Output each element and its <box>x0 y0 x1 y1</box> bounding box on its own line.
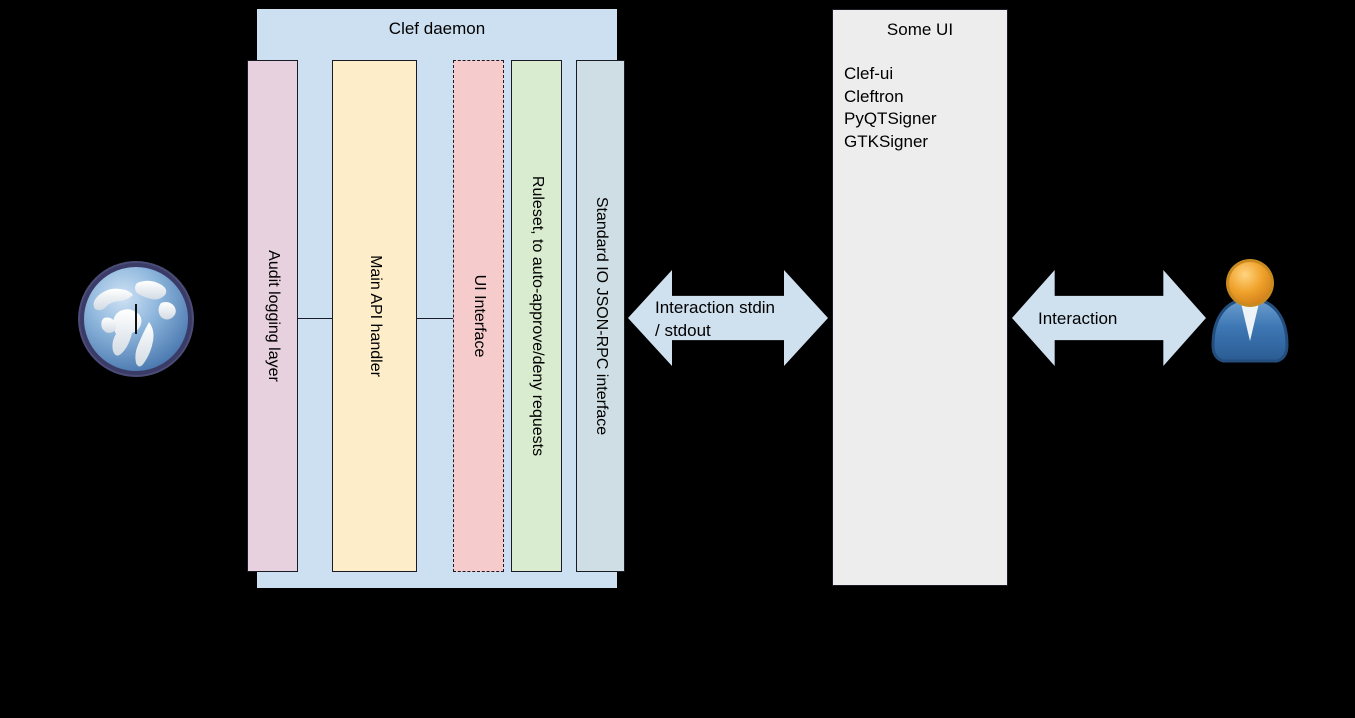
clef-daemon-title: Clef daemon <box>388 19 486 38</box>
connector-line-audit-api <box>297 318 333 319</box>
column-stdio-label: Standard IO JSON-RPC interface <box>592 196 610 436</box>
user-icon <box>1206 255 1294 365</box>
arrow-interaction-user-label: Interaction <box>1038 309 1118 328</box>
list-item: Clef-ui <box>844 64 894 83</box>
list-item: GTKSigner <box>844 131 929 151</box>
column-ruleset: Ruleset, to auto-approve/deny requests <box>511 60 562 572</box>
arrow-interaction-stdio-label: Interaction stdin / stdout <box>655 298 776 340</box>
globe-icon <box>73 256 199 382</box>
column-api-label: Main API handler <box>366 255 384 377</box>
clef-daemon-container <box>257 9 617 588</box>
some-ui-title: Some UI <box>886 20 954 39</box>
column-main-api-handler: Main API handler <box>332 60 417 572</box>
column-audit-logging-layer: Audit logging layer <box>247 60 298 572</box>
column-stdio-jsonrpc-interface: Standard IO JSON-RPC interface <box>576 60 625 572</box>
some-ui-list: Clef-ui Cleftron PyQTSigner GTKSigner <box>844 63 937 153</box>
some-ui-container: Some UI Clef-ui Cleftron PyQTSigner GTKS… <box>832 9 1008 586</box>
list-item: Cleftron <box>844 86 904 106</box>
column-ruleset-label: Ruleset, to auto-approve/deny requests <box>528 175 546 457</box>
column-ui-interface-label: UI Interface <box>470 274 488 358</box>
list-item: PyQTSigner <box>844 109 937 128</box>
column-audit-label: Audit logging layer <box>264 250 282 382</box>
column-ui-interface: UI Interface <box>453 60 504 572</box>
connector-line-api-ui <box>416 318 454 319</box>
